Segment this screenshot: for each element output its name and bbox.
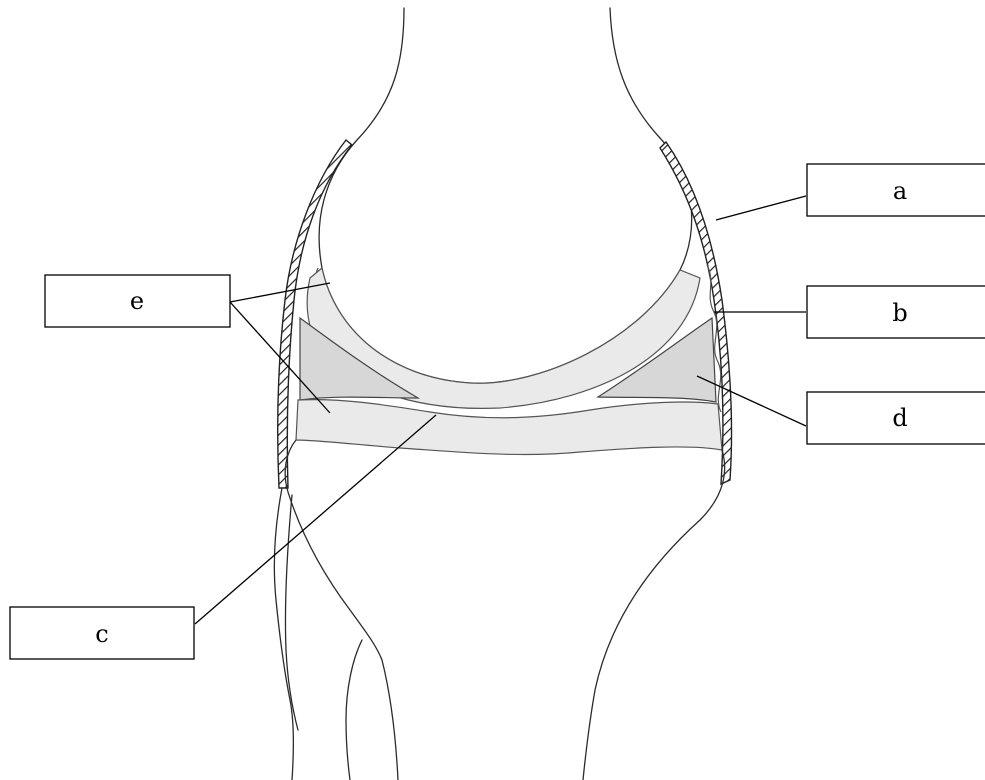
- label-box-d: d: [807, 392, 985, 444]
- label-d-text: d: [892, 404, 907, 432]
- lower-bone-right-edge: [583, 450, 725, 780]
- label-c-text: c: [95, 620, 108, 648]
- label-e-text: e: [130, 287, 144, 315]
- label-b-text: b: [892, 299, 907, 327]
- label-box-b: b: [807, 286, 985, 338]
- label-box-e: e: [45, 275, 230, 327]
- lower-articular-cartilage: [296, 400, 722, 455]
- leader-line-a: [716, 196, 806, 220]
- lower-left-bone-strand: [285, 495, 298, 730]
- lower-left-bone-outer: [274, 488, 293, 780]
- leader-line-c: [195, 415, 436, 624]
- label-box-c: c: [10, 607, 194, 659]
- lower-left-bone-inner: [346, 640, 362, 780]
- label-box-a: a: [807, 164, 985, 216]
- lower-bone-left-edge: [285, 440, 398, 780]
- label-a-text: a: [893, 177, 907, 205]
